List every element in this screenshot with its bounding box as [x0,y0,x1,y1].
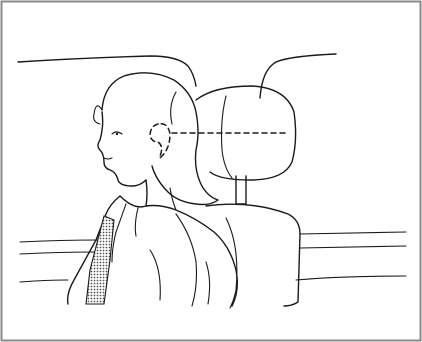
seat-back [206,204,300,306]
eye-pupil [116,133,118,135]
vehicle-interior-lines [18,54,406,282]
seated-person [68,73,238,306]
hair [102,73,218,205]
ear-outline [150,124,170,158]
face [98,112,146,186]
ear-height-indicator [150,124,288,158]
